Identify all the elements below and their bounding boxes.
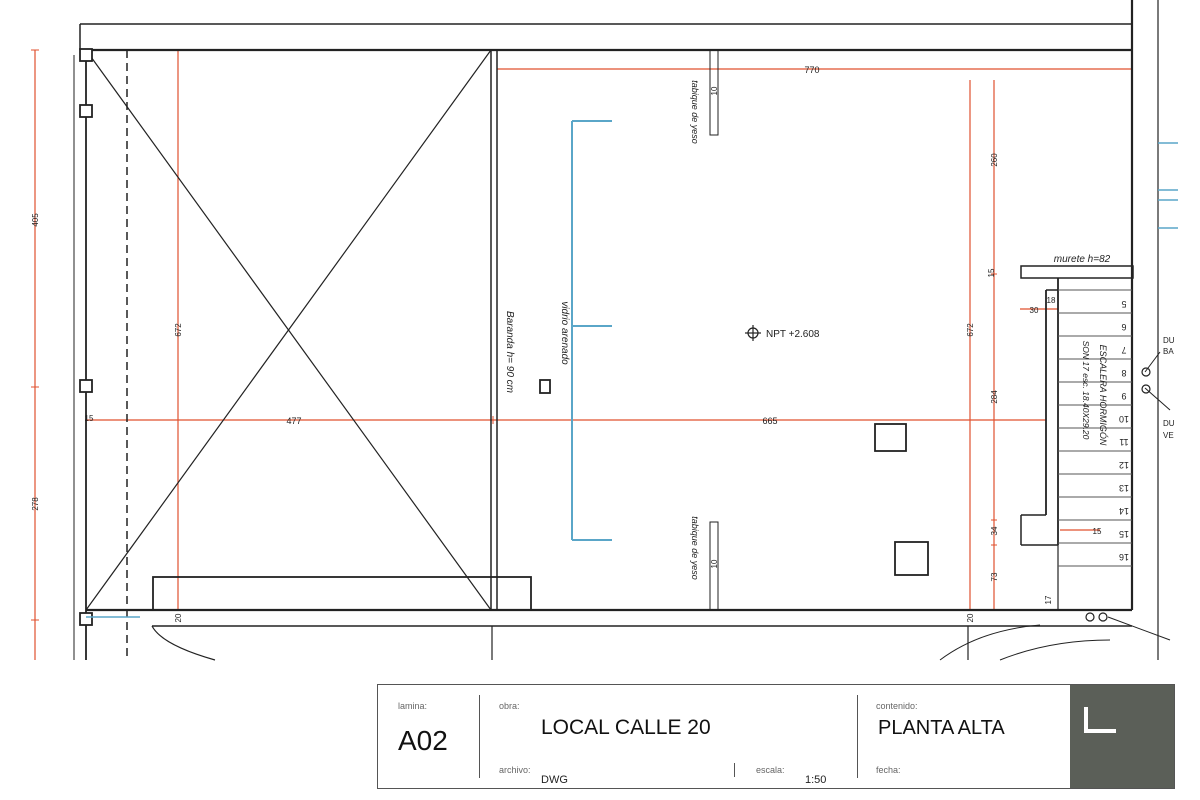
murete-label: murete h=82 bbox=[1054, 254, 1111, 265]
glass-partition bbox=[571, 120, 612, 541]
obra-label: obra: bbox=[499, 701, 520, 711]
npt-label: NPT +2.608 bbox=[766, 329, 820, 340]
step-15: 15 bbox=[1119, 529, 1129, 539]
contenido-value: PLANTA ALTA bbox=[878, 717, 1005, 739]
du-outlet-2 bbox=[1141, 384, 1151, 394]
level-marker bbox=[745, 325, 761, 341]
archivo-value: DWG bbox=[541, 774, 568, 786]
dim-17: 17 bbox=[1044, 595, 1053, 604]
company-logo bbox=[1070, 685, 1174, 788]
column-2 bbox=[894, 541, 929, 576]
fecha-label: fecha: bbox=[876, 765, 901, 775]
bottom-beam bbox=[152, 576, 532, 611]
lamina-value: A02 bbox=[398, 725, 448, 756]
dim-20-left: 20 bbox=[174, 613, 183, 622]
baranda-label: Baranda h= 90 cm bbox=[504, 311, 515, 393]
step-13: 13 bbox=[1119, 483, 1129, 493]
walls bbox=[73, 0, 1171, 661]
small-square bbox=[539, 379, 551, 394]
ba-label: BA bbox=[1163, 347, 1174, 356]
tabique-label-bottom: tabique de yeso bbox=[690, 516, 700, 580]
dim-770: 770 bbox=[804, 65, 819, 75]
dim-15-a: 15 bbox=[987, 268, 996, 277]
void-cross-2 bbox=[85, 49, 492, 611]
vidrio-label: vidrio arenado bbox=[559, 301, 570, 365]
stair-title: ESCALERA HORMIGÓN bbox=[1098, 345, 1108, 446]
tabique-label-top: tabique de yeso bbox=[690, 80, 700, 144]
dim-18: 18 bbox=[1047, 296, 1056, 305]
dim-672-right: 672 bbox=[966, 323, 975, 337]
dim-10-bottom: 10 bbox=[710, 559, 719, 568]
murete bbox=[1020, 265, 1134, 279]
dim-20-right: 20 bbox=[966, 613, 975, 622]
dim-15-c: 15 bbox=[1093, 527, 1102, 536]
plan-labels: 770 405 278 672 672 477 665 260 284 34 7… bbox=[31, 65, 1175, 622]
ve-label: VE bbox=[1163, 431, 1174, 440]
dim-405: 405 bbox=[31, 213, 40, 227]
step-6: 6 bbox=[1121, 322, 1126, 332]
title-block: lamina: A02 obra: LOCAL CALLE 20 archivo… bbox=[377, 684, 1175, 789]
dim-284: 284 bbox=[990, 390, 999, 404]
du-label-top: DU bbox=[1163, 336, 1175, 345]
step-5: 5 bbox=[1121, 299, 1126, 309]
dim-34: 34 bbox=[990, 526, 999, 535]
archivo-label: archivo: bbox=[499, 765, 531, 775]
step-14: 14 bbox=[1119, 506, 1129, 516]
tabique-bottom bbox=[709, 521, 719, 611]
step-7: 7 bbox=[1121, 345, 1126, 355]
step-10: 10 bbox=[1119, 414, 1129, 424]
step-9: 9 bbox=[1121, 391, 1126, 401]
dim-477: 477 bbox=[286, 416, 301, 426]
dim-73: 73 bbox=[990, 572, 999, 581]
dim-260: 260 bbox=[990, 153, 999, 167]
column-1 bbox=[874, 423, 907, 452]
escala-value: 1:50 bbox=[805, 774, 827, 786]
du-label-bottom: DU bbox=[1163, 419, 1175, 428]
dim-672-left: 672 bbox=[174, 323, 183, 337]
stair-treads bbox=[1058, 289, 1132, 567]
step-16: 16 bbox=[1119, 552, 1129, 562]
dim-15-b: 15 bbox=[85, 414, 94, 423]
contenido-label: contenido: bbox=[876, 701, 918, 711]
tabique-top bbox=[709, 49, 719, 136]
dimension-lines bbox=[34, 50, 1132, 660]
dim-665: 665 bbox=[762, 416, 777, 426]
step-8: 8 bbox=[1121, 368, 1126, 378]
dim-10-top: 10 bbox=[710, 86, 719, 95]
stair-spec: SON 17 esc. 18.40X29.20 bbox=[1081, 341, 1091, 440]
floor-plan: 770 405 278 672 672 477 665 260 284 34 7… bbox=[31, 0, 1178, 661]
stair-step-numbers: 5 6 7 8 9 10 11 12 13 14 15 16 bbox=[1119, 299, 1129, 562]
lamina-label: lamina: bbox=[398, 701, 428, 711]
step-11: 11 bbox=[1119, 437, 1128, 447]
escala-label: escala: bbox=[756, 765, 785, 775]
obra-value: LOCAL CALLE 20 bbox=[541, 716, 711, 739]
dim-30: 30 bbox=[1030, 306, 1039, 315]
dim-278: 278 bbox=[31, 497, 40, 511]
step-12: 12 bbox=[1119, 460, 1129, 470]
du-outlet-1 bbox=[1141, 367, 1151, 377]
